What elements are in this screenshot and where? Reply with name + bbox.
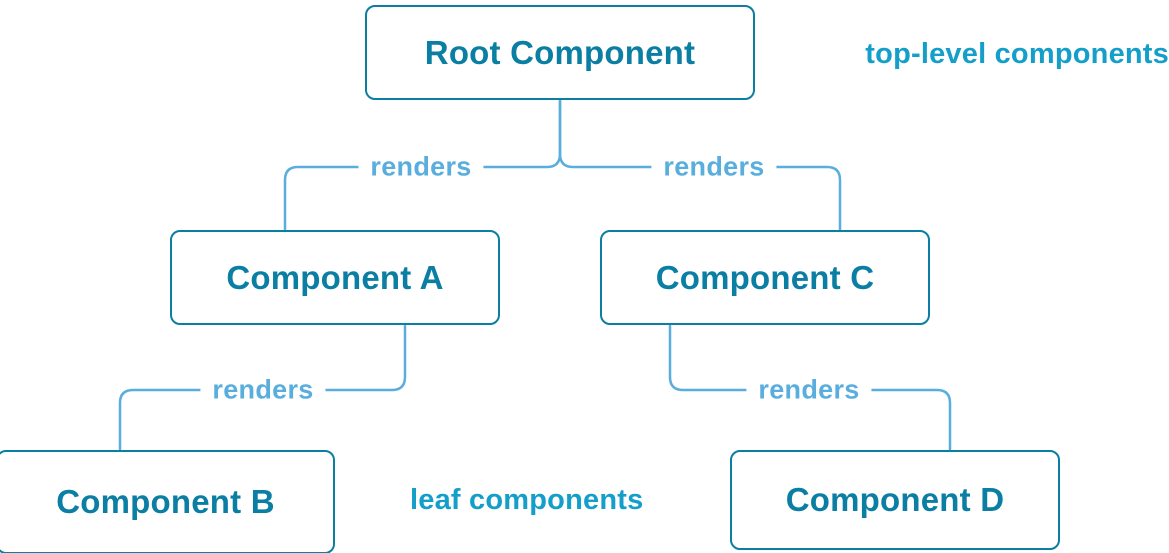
node-component-d: Component D xyxy=(730,450,1060,550)
edge-label-c-renders-d: renders xyxy=(746,374,872,406)
edge-label-root-renders-c: renders xyxy=(651,151,777,183)
edge-label-root-renders-a: renders xyxy=(358,151,484,183)
node-component-b: Component B xyxy=(0,450,335,553)
annotation-leaf-components: leaf components xyxy=(410,484,644,516)
node-component-c: Component C xyxy=(600,230,930,325)
node-root-component: Root Component xyxy=(365,5,755,100)
annotation-top-level-components: top-level components xyxy=(865,38,1169,70)
node-component-a: Component A xyxy=(170,230,500,325)
edge-label-a-renders-b: renders xyxy=(200,374,326,406)
